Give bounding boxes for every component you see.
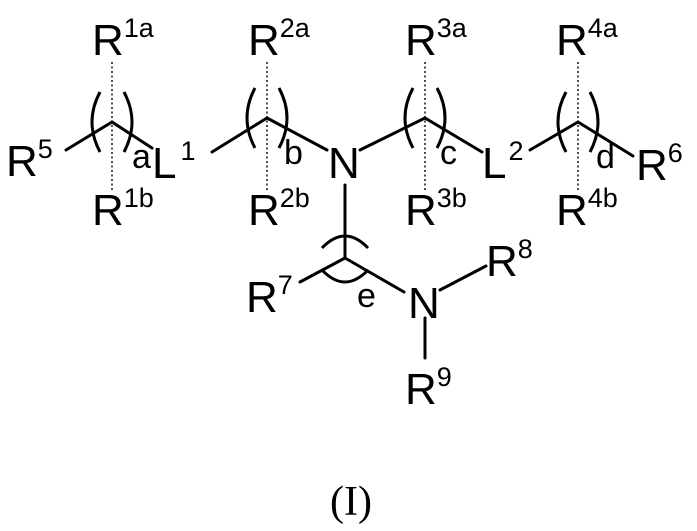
- label-r3b: R3b: [405, 183, 467, 235]
- bond-l1-c2: [212, 118, 267, 152]
- bond-r5-c1: [66, 122, 112, 150]
- index-e: e: [357, 277, 376, 315]
- bond-l2-c4: [530, 122, 578, 150]
- paren-d-left: [558, 92, 566, 152]
- paren-c-left: [405, 88, 413, 148]
- label-r6: R6: [636, 138, 683, 190]
- label-n-center: N: [328, 139, 360, 188]
- label-r7: R7: [246, 270, 293, 322]
- bond-n-c3: [360, 118, 425, 150]
- label-r5: R5: [6, 134, 53, 186]
- formula-caption: (I): [330, 479, 372, 525]
- label-r4b: R4b: [556, 183, 618, 235]
- label-n-amine: N: [408, 279, 440, 328]
- bond-n2-r8: [440, 266, 486, 290]
- label-r4a: R4a: [556, 13, 619, 65]
- label-r2b: R2b: [248, 183, 310, 235]
- label-r2a: R2a: [248, 13, 311, 65]
- label-l2: L2: [482, 136, 524, 188]
- paren-a-left: [92, 92, 100, 152]
- label-l1: L1: [152, 136, 196, 188]
- index-a: a: [132, 138, 151, 176]
- paren-b-left: [247, 88, 255, 148]
- label-r9: R9: [405, 362, 452, 414]
- index-c: c: [440, 134, 457, 172]
- label-r8: R8: [486, 234, 533, 286]
- index-b: b: [284, 134, 303, 172]
- label-r3a: R3a: [405, 13, 468, 65]
- label-r1b: R1b: [92, 183, 154, 235]
- label-r1a: R1a: [92, 13, 155, 65]
- index-d: d: [596, 138, 615, 176]
- paren-a-right: [124, 92, 132, 152]
